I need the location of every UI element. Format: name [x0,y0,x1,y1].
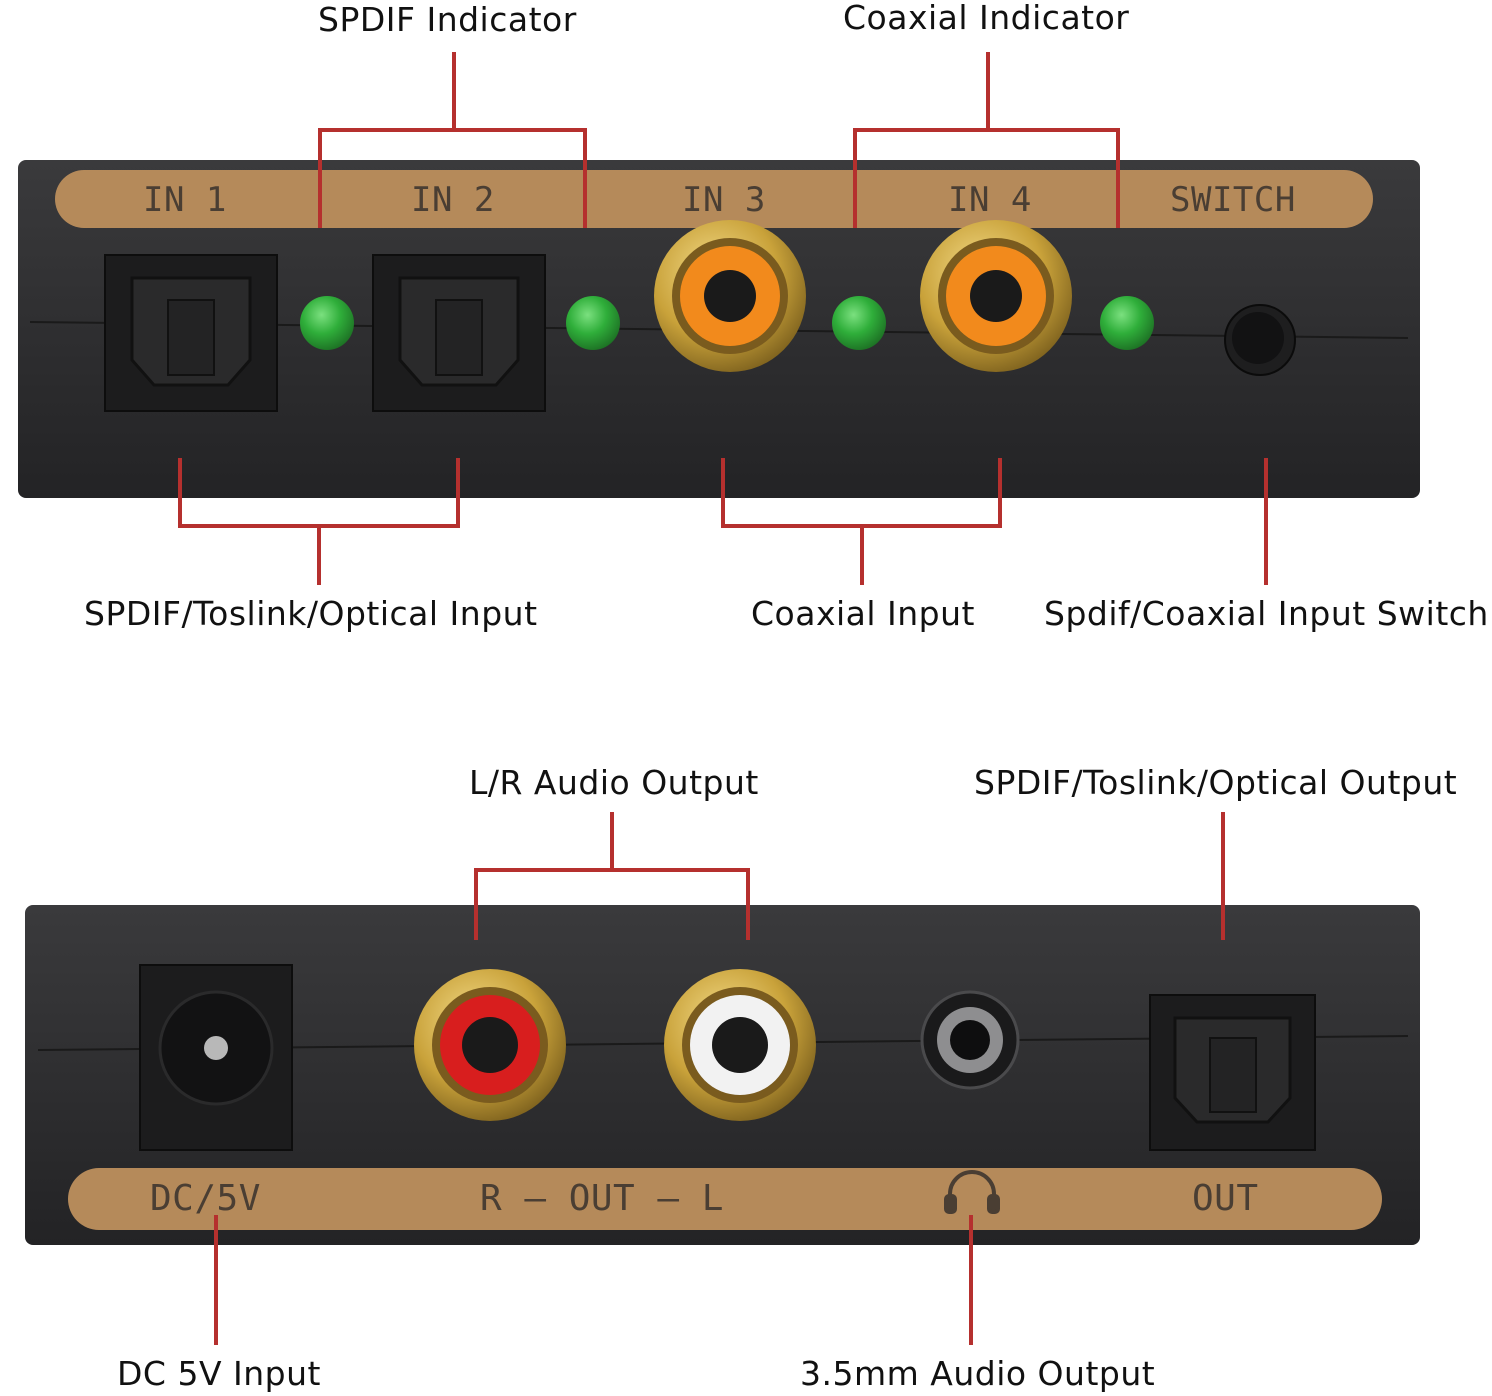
front-panel [18,160,1420,498]
label-out: OUT [1192,1178,1259,1219]
leader-lines [178,52,1268,1345]
led-in4 [1100,296,1154,350]
leader-optical-input [178,458,460,585]
callout-coaxial-input: Coaxial Input [751,594,975,633]
callout-input-switch: Spdif/Coaxial Input Switch [1044,594,1489,633]
coaxial-input-in4[interactable] [920,220,1072,372]
label-r-out-l: R — OUT — L [480,1178,724,1219]
callout-lr-output: L/R Audio Output [469,763,759,802]
label-in4: IN 4 [948,180,1032,220]
optical-input-in2[interactable] [372,254,546,412]
led-in1 [300,296,354,350]
rca-output-right[interactable] [414,969,566,1121]
led-in3 [832,296,886,350]
headphone-icon [944,1170,1000,1214]
label-in1: IN 1 [143,180,227,220]
leader-coaxial-input [721,458,1002,585]
input-switch-button[interactable] [1224,304,1296,376]
label-dc5v: DC/5V [150,1178,261,1219]
rear-panel [25,905,1420,1245]
optical-output[interactable] [1149,994,1316,1151]
optical-input-in1[interactable] [104,254,278,412]
label-switch: SWITCH [1170,180,1296,220]
callout-3-5mm-output: 3.5mm Audio Output [800,1354,1156,1393]
led-in2 [566,296,620,350]
dc-power-jack[interactable] [139,964,293,1151]
rear-label-strip [68,1168,1382,1230]
callout-optical-output: SPDIF/Toslink/Optical Output [974,763,1458,802]
rca-output-left[interactable] [664,969,816,1121]
label-in2: IN 2 [411,180,495,220]
label-in3: IN 3 [682,180,766,220]
leader-spdif-indicator [318,52,587,228]
callout-coaxial-indicator: Coaxial Indicator [843,0,1130,37]
leader-coaxial-indicator [853,52,1120,228]
leader-lr-output [474,812,750,940]
front-label-strip [55,170,1373,228]
callout-spdif-indicator: SPDIF Indicator [318,0,577,39]
headphone-jack-3-5mm[interactable] [920,990,1020,1090]
callout-dc-input: DC 5V Input [117,1354,321,1393]
coaxial-input-in3[interactable] [654,220,806,372]
callout-optical-input: SPDIF/Toslink/Optical Input [84,594,538,633]
